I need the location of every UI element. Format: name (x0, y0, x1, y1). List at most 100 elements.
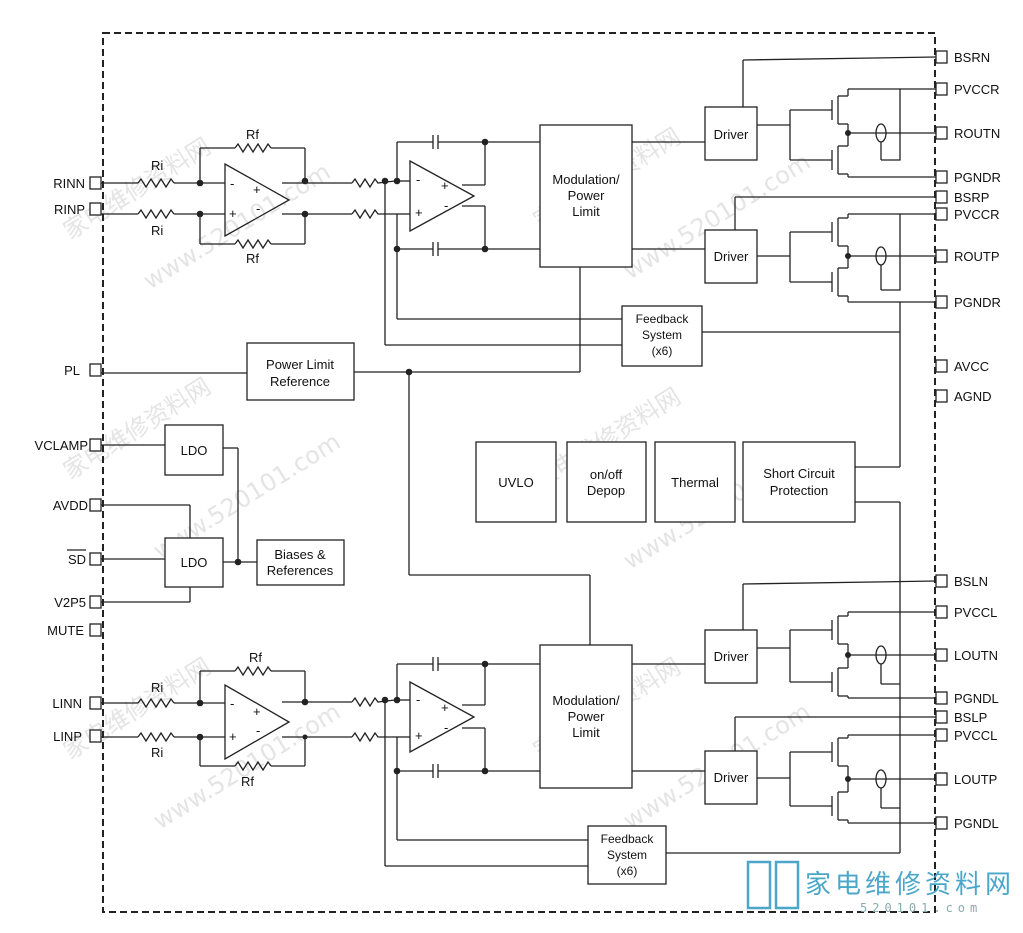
thermal-block (654, 441, 736, 523)
driver-loutn (704, 629, 758, 684)
pin-loutp (935, 772, 948, 786)
left-channel-input-stage: Ri Ri Rf Rf - + + - (101, 650, 588, 867)
pin-pgndr-2 (935, 295, 948, 309)
pin-pl (89, 363, 102, 377)
loutn-output-stage (742, 580, 937, 699)
driver-routp-label: Driver (714, 249, 749, 264)
pin-rinn (89, 176, 102, 190)
pin-pvccr (935, 82, 948, 96)
pin-bslp (935, 710, 948, 724)
modulation-bottom-line3: Limit (572, 725, 600, 740)
opamp-4-plus-out: + (441, 700, 449, 715)
driver-loutn-label: Driver (714, 649, 749, 664)
resistor-rf-left-bottom (234, 760, 272, 772)
label-ri-left-top: Ri (151, 680, 163, 695)
biases-line1: Biases & (274, 547, 326, 562)
modulation-top-line3: Limit (572, 204, 600, 219)
pin-avcc (935, 359, 948, 373)
logo-title: 家电维修资料网 (805, 870, 1015, 900)
scp-line1: Short Circuit (763, 466, 835, 481)
resistor-rf-left-top (234, 665, 272, 677)
pin-routp (935, 249, 948, 263)
pin-label-rinp: RINP (54, 202, 85, 217)
modulation-top-line1: Modulation/ (552, 172, 620, 187)
modulation-bottom-line1: Modulation/ (552, 693, 620, 708)
resistor-rf-bottom (234, 238, 272, 250)
pin-label-mute: MUTE (47, 623, 84, 638)
scp-line2: Protection (770, 483, 829, 498)
feedback-system-bottom (587, 825, 667, 885)
label-ri-left-bottom: Ri (151, 745, 163, 760)
opamp-1-plus-in: + (229, 206, 237, 221)
opamp-1-minus-in: - (230, 176, 234, 191)
pin-pgndl (935, 691, 948, 705)
routn-output-stage (742, 56, 937, 178)
uvlo-block (475, 441, 557, 523)
resistor-ri-top (137, 177, 175, 189)
pin-v2p5 (89, 595, 102, 609)
pin-label-pgndl-2: PGNDL (954, 816, 999, 831)
driver-routn (704, 106, 758, 161)
pin-bsln (935, 574, 948, 588)
pin-routn (935, 126, 948, 140)
pin-bsrn (935, 50, 948, 64)
opamp-4-minus-in: - (416, 692, 420, 707)
pin-label-bsln: BSLN (954, 574, 988, 589)
pin-label-bsrp: BSRP (954, 190, 989, 205)
pin-label-routn: ROUTN (954, 126, 1000, 141)
pin-pvccr-2 (935, 207, 948, 221)
pin-label-linn: LINN (52, 696, 82, 711)
opamp-3 (224, 683, 291, 761)
pin-label-rinn: RINN (53, 176, 85, 191)
pin-pvccl-2 (935, 728, 948, 742)
driver-loutp (704, 750, 758, 805)
power-limit-ref-line2: Reference (270, 374, 330, 389)
label-rf-left-bottom: Rf (241, 774, 254, 789)
pin-avdd (89, 498, 102, 512)
biases-references (256, 539, 345, 586)
right-pin-group: BSRN PVCCR ROUTN PGNDR BSRP PVCCR ROUTP … (935, 50, 1001, 831)
label-rf-left-top: Rf (249, 650, 262, 665)
modulation-top-line2: Power (568, 188, 606, 203)
resistor-ri-left-bottom (137, 731, 175, 743)
pin-pvccl (935, 605, 948, 619)
ldo-vclamp (164, 424, 224, 476)
pin-label-pvccr-2: PVCCR (954, 207, 1000, 222)
feedback-top-line1: Feedback (636, 312, 690, 326)
pin-label-linp: LINP (53, 729, 82, 744)
pin-label-pgndl: PGNDL (954, 691, 999, 706)
modulation-block-top (539, 124, 633, 268)
pin-label-routp: ROUTP (954, 249, 1000, 264)
opamp-3-minus-out: - (256, 723, 260, 738)
ldo-avdd (164, 537, 224, 588)
pin-label-sd: SD (68, 552, 86, 567)
left-pin-group: RINN RINP PL VCLAMP AVDD SD V2P5 MUTE LI… (35, 176, 102, 744)
feedback-bottom-line3: (x6) (617, 864, 638, 878)
pin-linp (89, 729, 102, 743)
ldo-avdd-label: LDO (181, 555, 208, 570)
opamp-4 (409, 680, 476, 754)
opamp-2-minus-out: - (444, 198, 448, 213)
driver-routp (704, 229, 758, 284)
pin-bsrp (935, 190, 948, 204)
label-ri-bottom: Ri (151, 223, 163, 238)
driver-routn-label: Driver (714, 127, 749, 142)
uvlo-label: UVLO (498, 475, 533, 490)
pin-pgndl-2 (935, 816, 948, 830)
opamp-3-plus-in: + (229, 729, 237, 744)
opamp-1 (224, 162, 291, 238)
pin-label-loutp: LOUTP (954, 772, 997, 787)
pin-rinp (89, 202, 102, 216)
opamp-2-plus-in: + (415, 205, 423, 220)
logo-url: 520101.com (860, 901, 982, 915)
thermal-label: Thermal (671, 475, 719, 490)
pin-label-pvccr: PVCCR (954, 82, 1000, 97)
feedback-top-line2: System (642, 328, 682, 342)
opamp-1-plus-out: + (253, 182, 261, 197)
opamp-2 (409, 159, 476, 233)
pin-label-pgndr-2: PGNDR (954, 295, 1001, 310)
pin-label-avcc: AVCC (954, 359, 989, 374)
opamp-4-minus-out: - (444, 720, 448, 735)
pin-label-pvccl: PVCCL (954, 605, 997, 620)
